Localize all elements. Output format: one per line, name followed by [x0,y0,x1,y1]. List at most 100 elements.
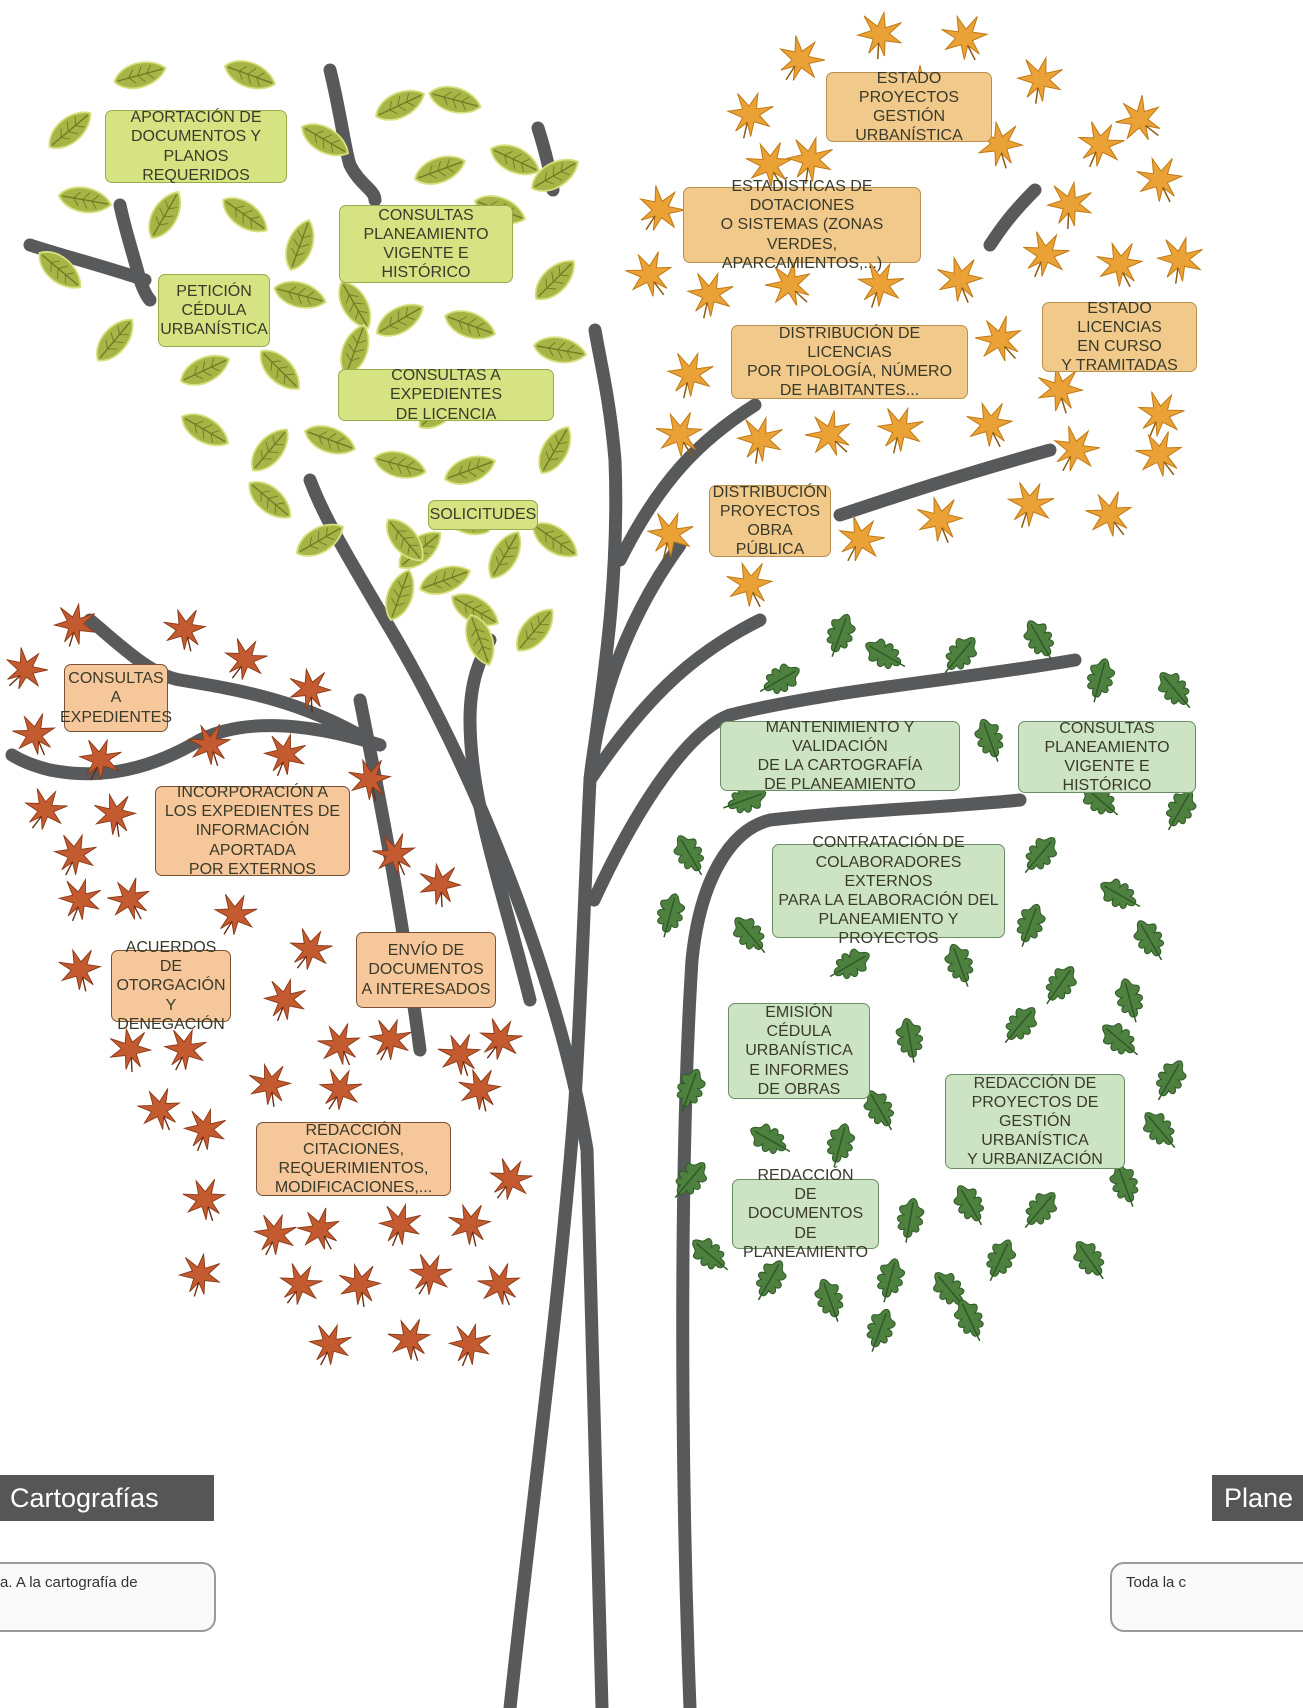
red-maple-leaf-icon [177,1171,234,1230]
lime-leaf-icon [299,418,361,462]
maple-leaf-icon [999,474,1061,537]
red-maple-leaf-icon [443,1197,498,1254]
red-maple-leaf-icon [247,1207,302,1264]
label-solicitudes: SOLICITUDES [428,500,538,530]
lime-leaf-icon [174,346,236,394]
lime-leaf-icon [330,274,380,336]
label-estadisticas-dotaciones: ESTADÍSTICAS DE DOTACIONES O SISTEMAS (Z… [683,178,921,272]
red-maple-leaf-icon [215,630,274,690]
label-redaccion-documentos: REDACCIÓN DE DOCUMENTOS DE PLANEAMIENTO [732,1167,879,1261]
oak-leaf-icon [1127,913,1174,968]
red-maple-leaf-icon [382,1311,439,1370]
lime-leaf-icon [242,420,298,480]
maple-leaf-icon [766,27,833,94]
maple-leaf-icon [1130,150,1190,211]
label-envio-documentos: ENVÍO DE DOCUMENTOS A INTERESADOS [356,932,496,1008]
red-maple-leaf-icon [362,1012,417,1069]
lime-leaf-icon [40,102,100,158]
maple-leaf-icon [1011,51,1068,110]
lime-leaf-icon [278,214,322,276]
label-consultas-planeamiento-br: CONSULTAS PLANEAMIENTO VIGENTE E HISTÓRI… [1018,720,1196,794]
maple-leaf-icon [1068,113,1132,178]
maple-leaf-icon [870,400,930,461]
lime-leaf-icon [480,524,530,586]
red-maple-leaf-icon [179,1103,231,1158]
red-maple-leaf-icon [175,1249,225,1301]
lime-leaf-icon [370,445,430,485]
oak-leaf-icon [858,632,913,679]
red-maple-leaf-icon [334,1258,386,1313]
maple-leaf-icon [1151,231,1208,290]
maple-leaf-icon [720,85,780,146]
lime-leaf-icon [87,310,143,370]
oak-leaf-icon [667,828,714,883]
oak-leaf-icon [819,609,861,662]
lime-leaf-icon [425,80,485,120]
oak-leaf-icon [1093,872,1148,919]
oak-leaf-icon [1135,1104,1186,1157]
maple-leaf-icon [1128,383,1192,448]
maple-leaf-icon [853,7,907,64]
oak-leaf-icon [892,1195,928,1246]
red-maple-leaf-icon [259,728,311,783]
lime-leaf-icon [174,405,236,455]
label-consultas-planeamiento-tl: CONSULTAS PLANEAMIENTO VIGENTE E HISTÓRI… [339,205,513,283]
label-consultas-expedientes-licencia: CONSULTAS A EXPEDIENTES DE LICENCIA [338,367,554,423]
lime-leaf-icon [219,53,281,97]
cartografias-tab: Cartografías [0,1475,214,1521]
oak-leaf-icon [1009,899,1051,952]
oak-leaf-icon [725,909,776,962]
branches [5,63,1082,1708]
maple-leaf-icon [720,555,780,616]
lime-leaf-icon [439,448,501,492]
maple-leaf-icon [797,402,864,469]
maple-leaf-icon [649,404,711,467]
label-mantenimiento-cartografia: MANTENIMIENTO Y VALIDACIÓN DE LA CARTOGR… [720,719,960,793]
lime-leaf-icon [369,81,431,129]
oak-leaf-icon [822,942,877,989]
label-estado-proyectos: ESTADO PROYECTOS GESTIÓN URBANÍSTICA [826,70,992,144]
lime-leaf-icon [270,275,330,315]
oak-leaf-icon [684,1230,737,1281]
red-maple-leaf-icon [432,1026,489,1085]
oak-leaf-icon [947,1178,994,1233]
oak-leaf-icon [743,1117,798,1164]
label-distribucion-proyectos: DISTRIBUCIÓN PROYECTOS OBRA PÚBLICA [709,484,831,558]
maple-leaf-icon [1013,223,1077,288]
oak-leaf-icon [1111,974,1150,1027]
lime-leaf-icon [507,600,563,660]
oak-leaf-icon [1094,1015,1147,1066]
oak-leaf-icon [1146,1053,1193,1108]
red-maple-leaf-icon [0,640,55,701]
oak-leaf-icon [969,714,1011,767]
red-maple-leaf-icon [401,1246,458,1305]
label-contratacion-colaboradores: CONTRATACIÓN DE COLABORADORES EXTERNOS P… [772,834,1005,947]
oak-leaf-icon [1035,958,1084,1012]
oak-leaf-icon [892,1015,928,1066]
maple-leaf-icon [1078,483,1142,548]
label-acuerdos-otorgacion: ACUERDOS DE OTORGACIÓN Y DENEGACIÓN [111,939,231,1033]
maple-leaf-icon [1128,423,1192,488]
red-maple-leaf-icon [471,1255,530,1315]
label-emision-cedula: EMISIÓN CÉDULA URBANÍSTICA E INFORMES DE… [728,1003,870,1099]
red-maple-leaf-icon [158,602,213,659]
oak-leaf-icon [809,1274,851,1327]
maple-leaf-icon [960,395,1020,456]
red-maple-leaf-icon [480,1150,539,1210]
red-maple-leaf-icon [374,1198,426,1253]
oak-leaf-icon [650,889,689,942]
lime-leaf-icon [409,148,471,192]
maple-leaf-icon [932,251,989,310]
lime-leaf-icon [240,472,300,528]
oak-leaf-icon [870,1254,909,1307]
maple-leaf-icon [935,8,995,69]
oak-leaf-icon [859,1304,901,1357]
lime-leaf-icon [251,341,309,399]
label-distribucion-licencias: DISTRIBUCIÓN DE LICENCIAS POR TIPOLOGÍA,… [731,325,968,399]
label-incorporacion-expedientes: INCORPORACIÓN A LOS EXPEDIENTES DE INFOR… [155,784,350,878]
label-aportacion-documentos: APORTACIÓN DE DOCUMENTOS Y PLANOS REQUER… [105,109,287,184]
red-maple-leaf-icon [290,1200,350,1261]
maple-leaf-icon [1090,235,1150,296]
lime-leaf-icon [140,184,190,246]
oak-leaf-icon [1014,829,1065,882]
